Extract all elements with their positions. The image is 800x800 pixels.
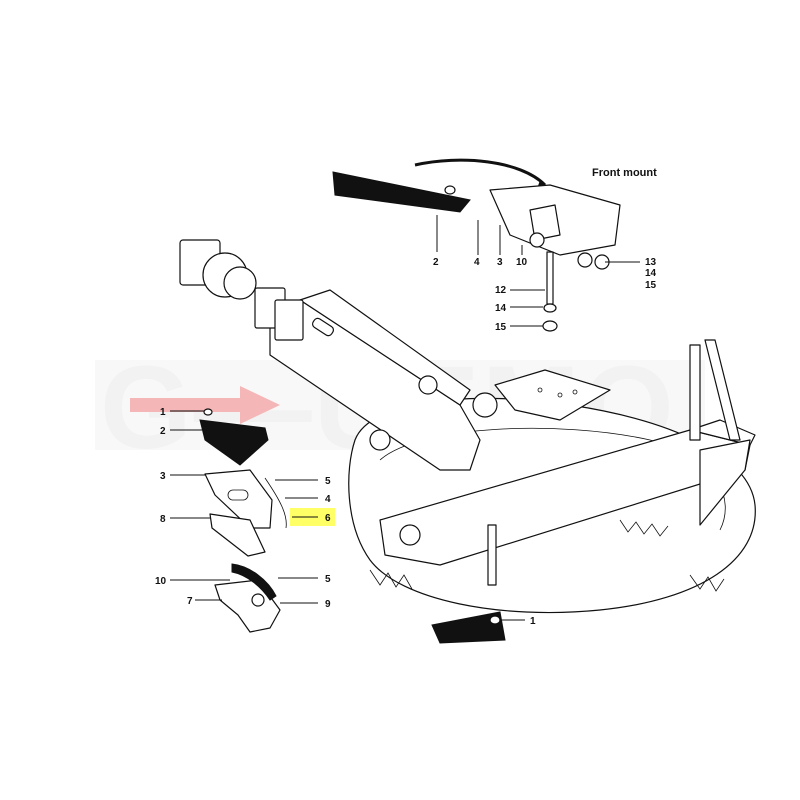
callout-label: 10 (516, 257, 528, 268)
callout-label: 13 (645, 257, 657, 268)
callout-label: 4 (325, 494, 331, 505)
left-exploded-parts (199, 408, 506, 644)
callout-label: 9 (325, 599, 331, 610)
callout-label: 1 (160, 407, 166, 418)
skid-plate-top-icon (332, 171, 471, 213)
callout-labels: 2 4 3 10 13 14 15 12 14 15 1 2 3 8 5 4 6… (155, 257, 657, 627)
callout-label: 1 (530, 616, 536, 627)
callout-label: 15 (495, 322, 507, 333)
callout-label: 14 (495, 303, 507, 314)
callout-label: 15 (645, 280, 657, 291)
callout-label: 10 (155, 576, 167, 587)
callout-leaders (170, 215, 640, 621)
callout-label: 3 (160, 471, 166, 482)
callout-label: 2 (160, 426, 166, 437)
watermark-arrow-icon (130, 386, 280, 424)
skid-plate-icon (199, 419, 269, 466)
callout-label: 5 (325, 476, 331, 487)
curved-strip-icon (231, 563, 277, 601)
callout-label: 12 (495, 285, 507, 296)
callout-label: 2 (433, 257, 439, 268)
callout-label: 5 (325, 574, 331, 585)
front-mount-title: Front mount (592, 167, 657, 179)
callout-label: 14 (645, 268, 657, 279)
front-mount-inset: Front mount (332, 158, 657, 332)
callout-label: 4 (474, 257, 480, 268)
drive-boom (179, 239, 756, 586)
callout-label: 7 (187, 596, 193, 607)
bottom-skid-icon (431, 611, 506, 644)
callout-label: 3 (497, 257, 503, 268)
callout-label-highlighted: 6 (325, 513, 331, 524)
callout-label: 8 (160, 514, 166, 525)
